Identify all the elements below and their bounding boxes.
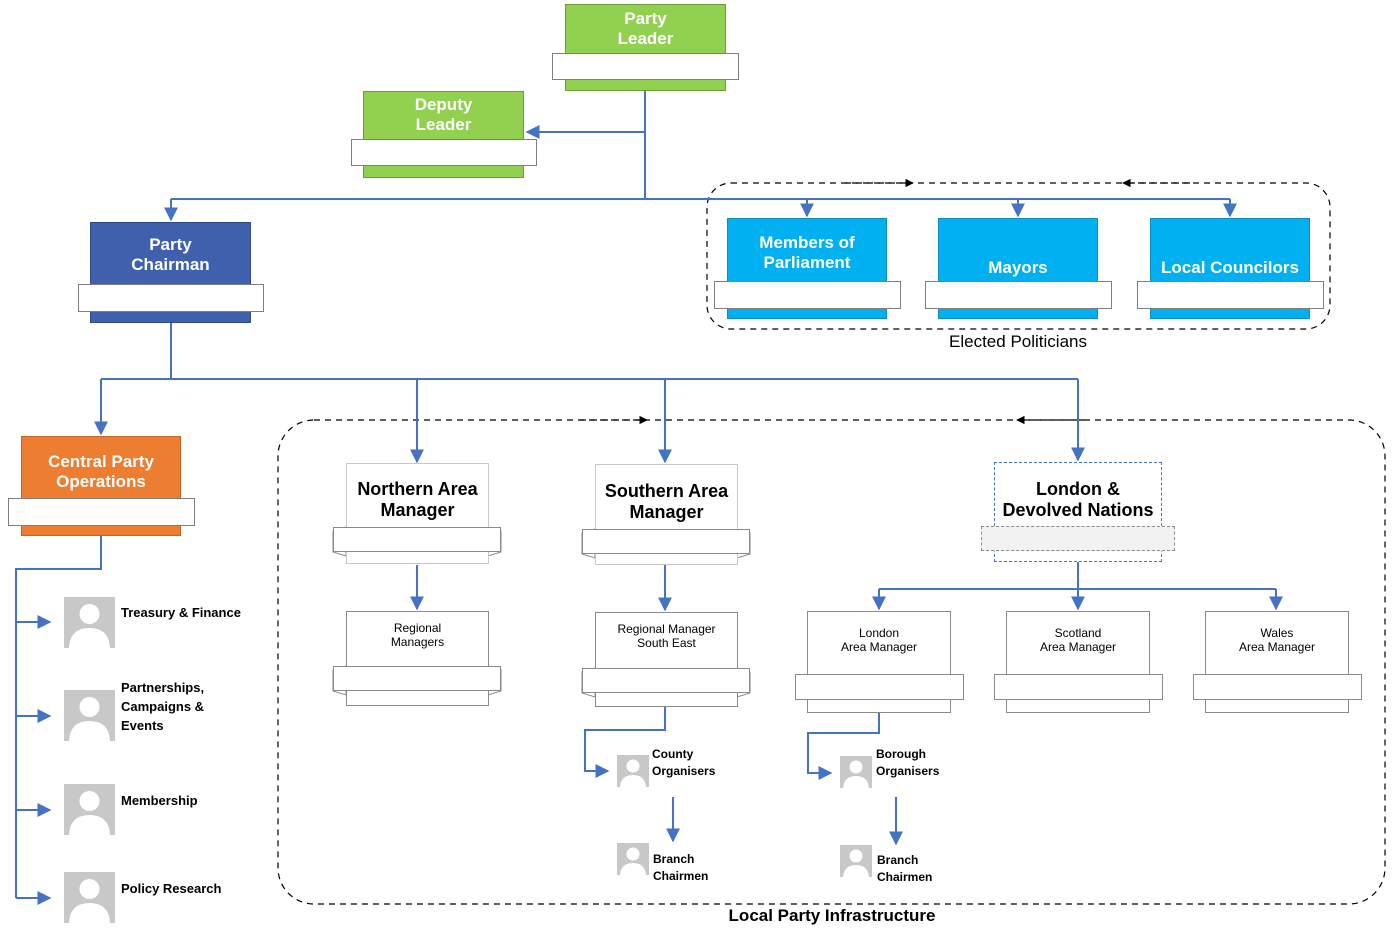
- borough-organisers-label: Borough Organisers: [876, 747, 940, 778]
- person-placeholder-icon: [840, 845, 872, 877]
- local-party-infrastructure-caption: Local Party Infrastructure: [728, 906, 936, 925]
- members-of-parliament-label: Members of Parliament: [759, 232, 855, 272]
- mayors-label: Mayors: [988, 258, 1048, 277]
- central-department-label: Policy Research: [121, 881, 222, 896]
- central-department-label: Treasury & Finance: [121, 605, 241, 620]
- central-department-label: Membership: [121, 793, 198, 808]
- central-department-label: Partnerships, Campaigns & Events: [121, 680, 205, 733]
- deputy-leader-label: Deputy Leader: [414, 95, 473, 134]
- deputy-leader-name-bar: [351, 139, 537, 166]
- london-area-manager-label: London Area Manager: [840, 626, 918, 654]
- person-placeholder-icon: [64, 690, 115, 741]
- northern-area-manager-label: Northern Area Manager: [357, 479, 478, 520]
- northern-area-manager-name-bar: [333, 527, 501, 552]
- party-leader-label: Party Leader: [617, 8, 674, 48]
- london-devolved-nations-name-bar: [981, 526, 1175, 551]
- regional-manager-south-east-label: Regional Manager South East: [617, 622, 716, 650]
- person-placeholder-icon: [617, 755, 649, 787]
- local-councilors-label: Local Councilors: [1161, 258, 1299, 277]
- elected-politicians-group-outline: [706, 182, 1331, 330]
- person-placeholder-icon: [64, 872, 115, 923]
- person-placeholder-icon: [64, 597, 115, 648]
- party-chairman-name-bar: [78, 284, 264, 312]
- scotland-area-manager-name-bar: [994, 674, 1163, 700]
- party-chairman-label: Party Chairman: [131, 235, 210, 274]
- local-councilors-name-bar: [1137, 281, 1324, 309]
- person-placeholder-icon: [64, 784, 115, 835]
- person-placeholder-icon: [617, 843, 649, 875]
- central-party-operations-label: Central Party Operations: [48, 452, 154, 491]
- regional-manager-south-east-name-bar: [582, 668, 750, 693]
- wales-area-manager-name-bar: [1193, 674, 1362, 700]
- mayors-name-bar: [925, 281, 1112, 309]
- regional-managers-label: Regional Managers: [390, 621, 445, 649]
- central-party-operations-name-bar: [8, 498, 195, 526]
- london-devolved-nations-label: London & Devolved Nations: [1002, 479, 1154, 520]
- party-leader-name-bar: [552, 53, 739, 80]
- london-branch-chairmen-label: Branch Chairmen: [877, 853, 933, 884]
- southern-area-manager-name-bar: [582, 529, 750, 554]
- southern-area-manager-label: Southern Area Manager: [604, 481, 729, 522]
- elected-politicians-caption: Elected Politicians: [949, 332, 1087, 351]
- county-organisers-label: County Organisers: [652, 747, 716, 778]
- members-of-parliament-name-bar: [714, 281, 901, 309]
- person-placeholder-icon: [840, 756, 872, 788]
- london-area-manager-name-bar: [795, 674, 964, 700]
- regional-managers-name-bar: [333, 666, 501, 691]
- wales-area-manager-label: Wales Area Manager: [1238, 626, 1316, 654]
- south-branch-chairmen-label: Branch Chairmen: [653, 852, 709, 883]
- scotland-area-manager-label: Scotland Area Manager: [1039, 626, 1117, 654]
- local-party-infrastructure-group-outline: [277, 419, 1386, 905]
